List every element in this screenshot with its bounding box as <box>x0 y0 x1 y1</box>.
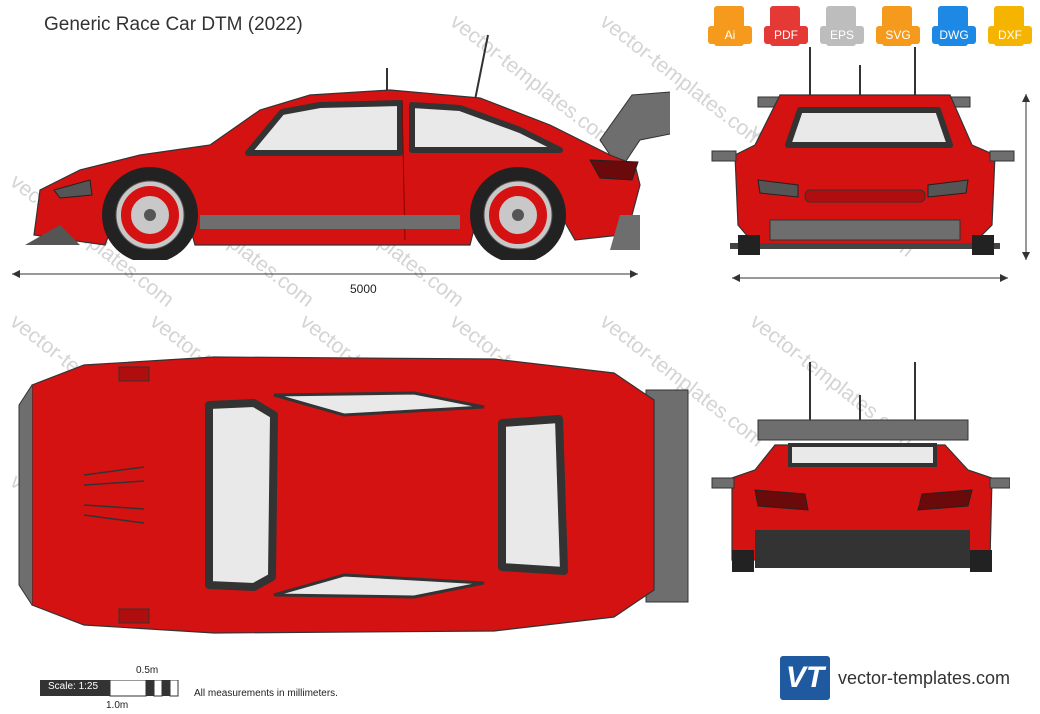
side-window-bottom <box>273 573 485 599</box>
height-dimension-line <box>1022 94 1030 260</box>
scale-meter: 1.0m <box>106 700 129 711</box>
rear-view <box>711 362 1010 572</box>
scale-bar <box>40 680 179 697</box>
windshield <box>785 107 953 148</box>
width-dimension-line <box>732 274 1008 282</box>
splitter <box>730 243 1000 249</box>
eps-file-icon[interactable]: EPS <box>820 6 864 50</box>
roof-hatch <box>118 366 150 382</box>
pdf-file-icon[interactable]: PDF <box>764 6 808 50</box>
svg-file-icon[interactable]: SVG <box>876 6 920 50</box>
front-tire-left <box>738 235 760 255</box>
rear-window <box>409 102 563 153</box>
format-label: SVG <box>876 26 920 44</box>
rear-wheel <box>470 167 566 260</box>
mirror-left <box>711 477 735 489</box>
dwg-file-icon[interactable]: DWG <box>932 6 976 50</box>
format-label: Ai <box>708 26 752 44</box>
rear-tire-right <box>970 550 992 572</box>
rear-diffuser <box>610 215 640 250</box>
rear-window <box>788 443 937 467</box>
dxf-file-icon[interactable]: DXF <box>988 6 1032 50</box>
taillight <box>589 159 639 181</box>
taillight-right <box>917 489 973 511</box>
roof-hatch <box>118 608 150 624</box>
front-view <box>711 47 1015 255</box>
hood-vent <box>83 466 145 476</box>
headlight <box>53 179 93 199</box>
rear-wing <box>757 419 969 441</box>
headlight-right <box>927 179 969 198</box>
front-tire-right <box>972 235 994 255</box>
windshield <box>205 399 278 591</box>
hood-vent <box>83 514 145 524</box>
brand-text[interactable]: vector-templates.com <box>838 667 1011 688</box>
antenna <box>474 34 489 101</box>
length-dimension-line <box>12 270 638 278</box>
measurement-note: All measurements in millimeters. <box>194 688 338 699</box>
format-label: DWG <box>932 26 976 44</box>
window <box>245 100 403 156</box>
side-view <box>25 34 670 260</box>
format-label: EPS <box>820 26 864 44</box>
rear-diffuser <box>755 530 970 568</box>
scale-half-meter: 0.5m <box>136 665 159 676</box>
taillight-left <box>754 489 809 511</box>
side-window-top <box>273 391 485 417</box>
mirror-right <box>989 477 1010 489</box>
length-dimension: 5000 <box>350 282 377 296</box>
rear-window <box>498 415 568 575</box>
front-splitter <box>25 225 80 245</box>
vt-logo-icon: VT <box>780 656 830 700</box>
format-badges: Ai PDF EPS SVG DWG DXF <box>708 6 1032 50</box>
rear-tire-left <box>732 550 754 572</box>
front-splitter <box>18 384 33 606</box>
brand: VT vector-templates.com <box>780 656 1010 700</box>
front-wheel <box>102 167 198 260</box>
lower-intake <box>769 219 961 241</box>
grille <box>804 189 926 203</box>
hood-vent <box>83 480 145 486</box>
page-title: Generic Race Car DTM (2022) <box>44 14 303 35</box>
format-label: DXF <box>988 26 1032 44</box>
mirror-right <box>989 150 1015 162</box>
top-view <box>18 356 689 634</box>
side-skirt <box>200 215 460 229</box>
hood-vent <box>83 504 145 510</box>
mirror-left <box>711 150 737 162</box>
ai-file-icon[interactable]: Ai <box>708 6 752 50</box>
scale-label: Scale: 1:25 <box>48 681 99 692</box>
headlight-left <box>757 179 799 198</box>
format-label: PDF <box>764 26 808 44</box>
